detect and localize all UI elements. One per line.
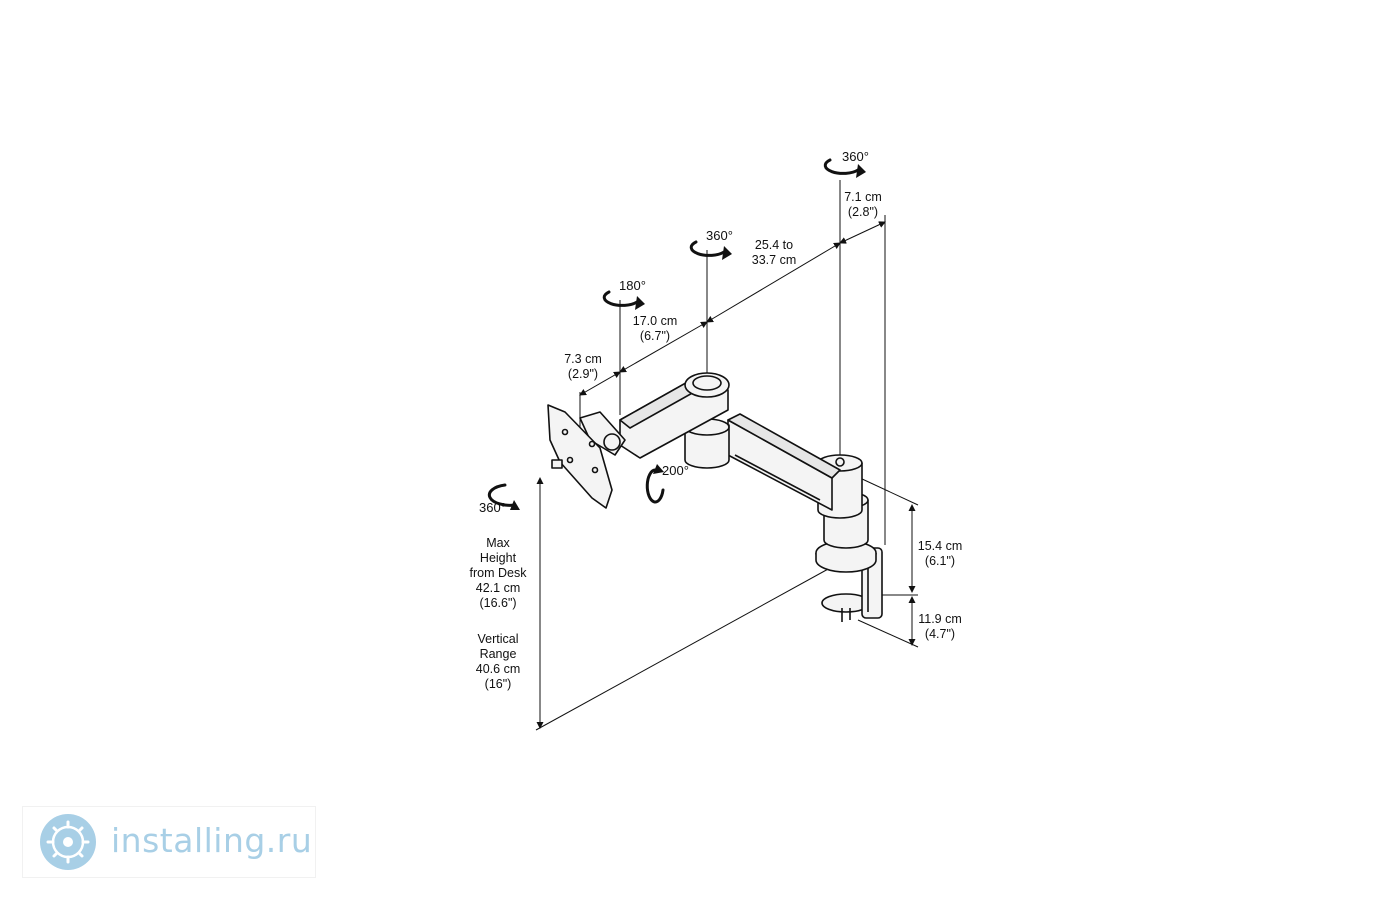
rotate-base-icon (823, 158, 860, 175)
dim-pole-height: 15.4 cm (6.1") (917, 539, 963, 568)
dim-clamp-height: 11.9 cm (4.7") (918, 612, 962, 641)
rotate-joint-icon (645, 468, 665, 504)
rotation-arrows (487, 158, 860, 507)
rotate-head-icon (602, 290, 639, 307)
vertical-range-label: Vertical Range 40.6 cm (16") (475, 632, 521, 691)
rotation-label-elbow: 360° (706, 228, 733, 243)
dim-top-offset: 7.1 cm (2.8") (844, 190, 882, 219)
watermark-text: installing.ru (111, 821, 313, 860)
gear-globe-icon (40, 814, 96, 870)
dim-arm-length: 25.4 to 33.7 cm (751, 238, 797, 267)
watermark: installing.ru (22, 806, 316, 878)
arm-structure (547, 372, 883, 622)
max-height-label: Max Height from Desk 42.1 cm (16.6") (469, 536, 527, 610)
rotation-label-base: 360° (842, 149, 869, 164)
rotate-elbow-icon (689, 240, 726, 257)
rotation-label-plate: 360° (479, 500, 506, 515)
dim-head-offset: 7.3 cm (2.9") (564, 352, 602, 381)
rotate-plate-icon (487, 483, 517, 507)
rotation-label-head: 180° (619, 278, 646, 293)
rotation-label-joint: 200° (662, 463, 689, 478)
dimension-lines (535, 180, 919, 731)
dim-forearm-length: 17.0 cm (6.7") (632, 314, 678, 343)
